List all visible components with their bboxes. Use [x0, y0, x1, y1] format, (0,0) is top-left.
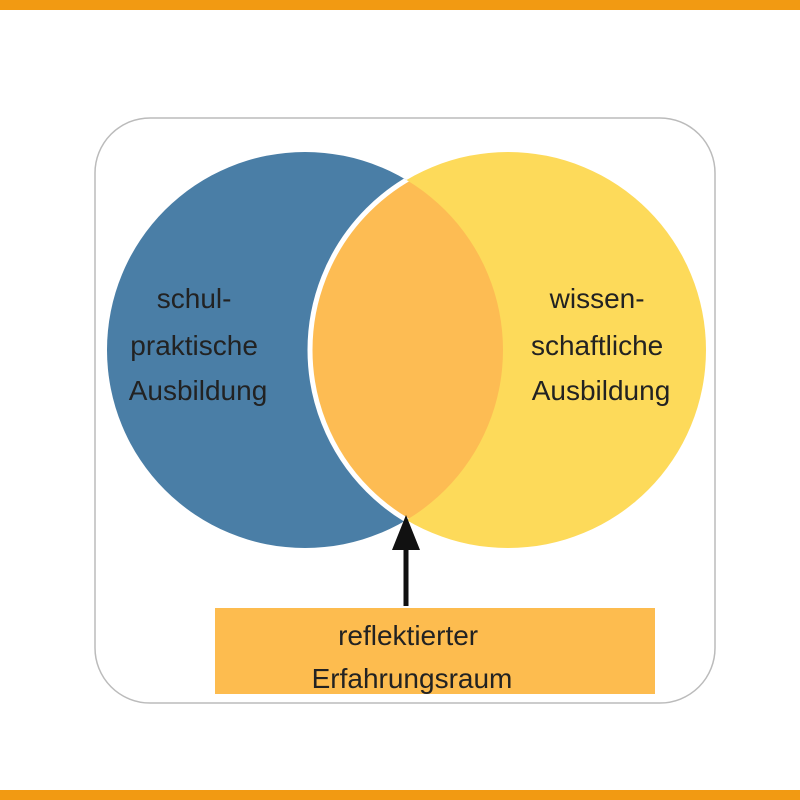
right-label-line-1: wissen- [549, 283, 645, 314]
right-set-label: wissen- schaftliche Ausbildung [531, 283, 671, 406]
callout-label-line-2: Erfahrungsraum [312, 663, 513, 694]
left-label-line-1: schul- [157, 283, 232, 314]
bottom-accent-bar [0, 790, 800, 800]
callout-label-line-1: reflektierter [338, 620, 478, 651]
left-label-line-2: praktische [130, 330, 258, 361]
arrow-up-icon [392, 515, 420, 606]
callout-box [215, 608, 655, 694]
top-accent-bar [0, 0, 800, 10]
intersection-area [307, 152, 503, 548]
right-label-line-3: Ausbildung [532, 375, 671, 406]
callout-label: reflektierter Erfahrungsraum [312, 620, 513, 694]
left-set-label: schul- praktische Ausbildung [129, 283, 268, 406]
left-label-line-3: Ausbildung [129, 375, 268, 406]
right-label-line-2: schaftliche [531, 330, 663, 361]
